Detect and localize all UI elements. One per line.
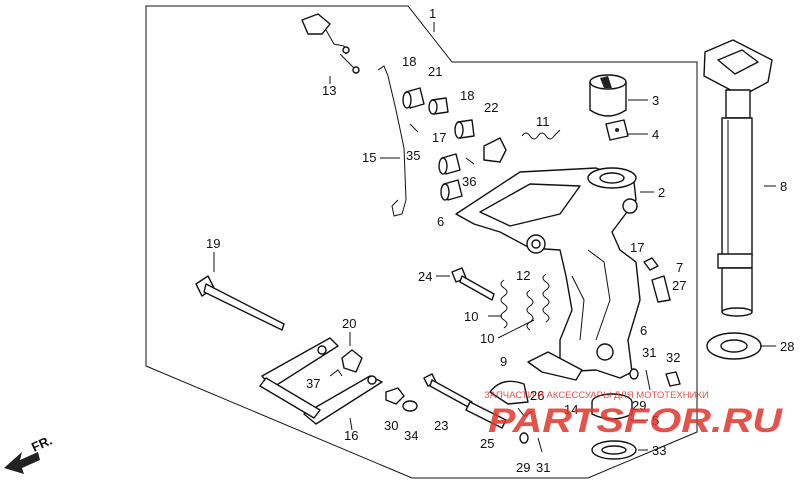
leader-lines xyxy=(213,22,776,451)
callout-3: 3 xyxy=(652,93,659,108)
callout-1: 1 xyxy=(429,6,436,21)
small-bushings xyxy=(402,87,475,201)
callout-34: 34 xyxy=(404,428,418,443)
callout-22: 22 xyxy=(484,100,498,115)
watermark-tagline: ЗАПЧАСТИ И АКСЕССУАРЫ ДЛЯ МОТОТЕХНИКИ xyxy=(484,390,709,401)
callout-29b: 29 xyxy=(516,460,530,475)
callout-6b: 6 xyxy=(640,323,647,338)
watermark: ЗАПЧАСТИ И АКСЕССУАРЫ ДЛЯ МОТОТЕХНИКИ PA… xyxy=(484,390,784,440)
callout-8: 8 xyxy=(780,179,787,194)
callout-10a: 10 xyxy=(464,309,478,324)
callout-9: 9 xyxy=(500,354,507,369)
callout-13: 13 xyxy=(322,83,336,98)
callout-10b: 10 xyxy=(480,331,494,346)
long-bolt-part xyxy=(195,275,285,331)
assembly-frame xyxy=(145,5,698,479)
callout-23: 23 xyxy=(434,418,448,433)
callout-29a: 29 xyxy=(632,398,646,413)
callout-2: 2 xyxy=(658,185,665,200)
stopper-part xyxy=(489,351,583,417)
steering-shaft-part xyxy=(703,39,773,317)
grease-nipple-part xyxy=(643,257,659,271)
callout-labels: 1 2 3 4 5 6 6 7 8 9 10 10 11 12 13 14 15… xyxy=(206,6,794,475)
direction-label: FR. xyxy=(29,433,54,455)
callout-31a: 31 xyxy=(642,345,656,360)
callout-14: 14 xyxy=(564,402,578,417)
callout-19: 19 xyxy=(206,236,220,251)
callout-26: 26 xyxy=(530,388,544,403)
callout-12: 12 xyxy=(516,268,530,283)
callout-30: 30 xyxy=(384,418,398,433)
pin-part xyxy=(409,123,419,133)
callout-25: 25 xyxy=(480,436,494,451)
callout-17a: 17 xyxy=(432,130,446,145)
direction-arrow: FR. xyxy=(4,433,54,474)
nut-part xyxy=(385,387,405,405)
callout-24: 24 xyxy=(418,269,432,284)
bolt-part xyxy=(451,267,495,301)
callout-35: 35 xyxy=(406,148,420,163)
callout-18b: 18 xyxy=(460,88,474,103)
tilt-lever-part xyxy=(259,337,383,425)
callout-4: 4 xyxy=(652,127,659,142)
washer-part xyxy=(706,332,762,360)
callout-27: 27 xyxy=(672,278,686,293)
watermark-brand: PARTSFOR.RU xyxy=(488,402,784,440)
callout-16: 16 xyxy=(344,428,358,443)
callout-7: 7 xyxy=(676,260,683,275)
shaft-pin-part xyxy=(465,401,507,429)
callout-11: 11 xyxy=(536,114,550,129)
collar-part xyxy=(591,393,637,460)
lever-part xyxy=(301,13,360,74)
callout-28: 28 xyxy=(780,339,794,354)
spring-part xyxy=(521,129,561,140)
callout-20: 20 xyxy=(342,316,356,331)
callout-5: 5 xyxy=(652,413,659,428)
callout-32: 32 xyxy=(666,350,680,365)
swivel-bracket-part xyxy=(455,167,641,379)
callout-6a: 6 xyxy=(437,214,444,229)
callout-17b: 17 xyxy=(630,240,644,255)
bushing-part xyxy=(589,74,627,117)
callout-31b: 31 xyxy=(536,460,550,475)
callout-36: 36 xyxy=(462,174,476,189)
rod-part xyxy=(377,65,407,217)
callout-21: 21 xyxy=(428,64,442,79)
pivot-bolt-part xyxy=(423,373,473,409)
callout-18a: 18 xyxy=(402,54,416,69)
callout-33: 33 xyxy=(652,443,666,458)
callout-37: 37 xyxy=(306,376,320,391)
bracket-plate-part xyxy=(483,137,507,163)
callout-15: 15 xyxy=(362,150,376,165)
